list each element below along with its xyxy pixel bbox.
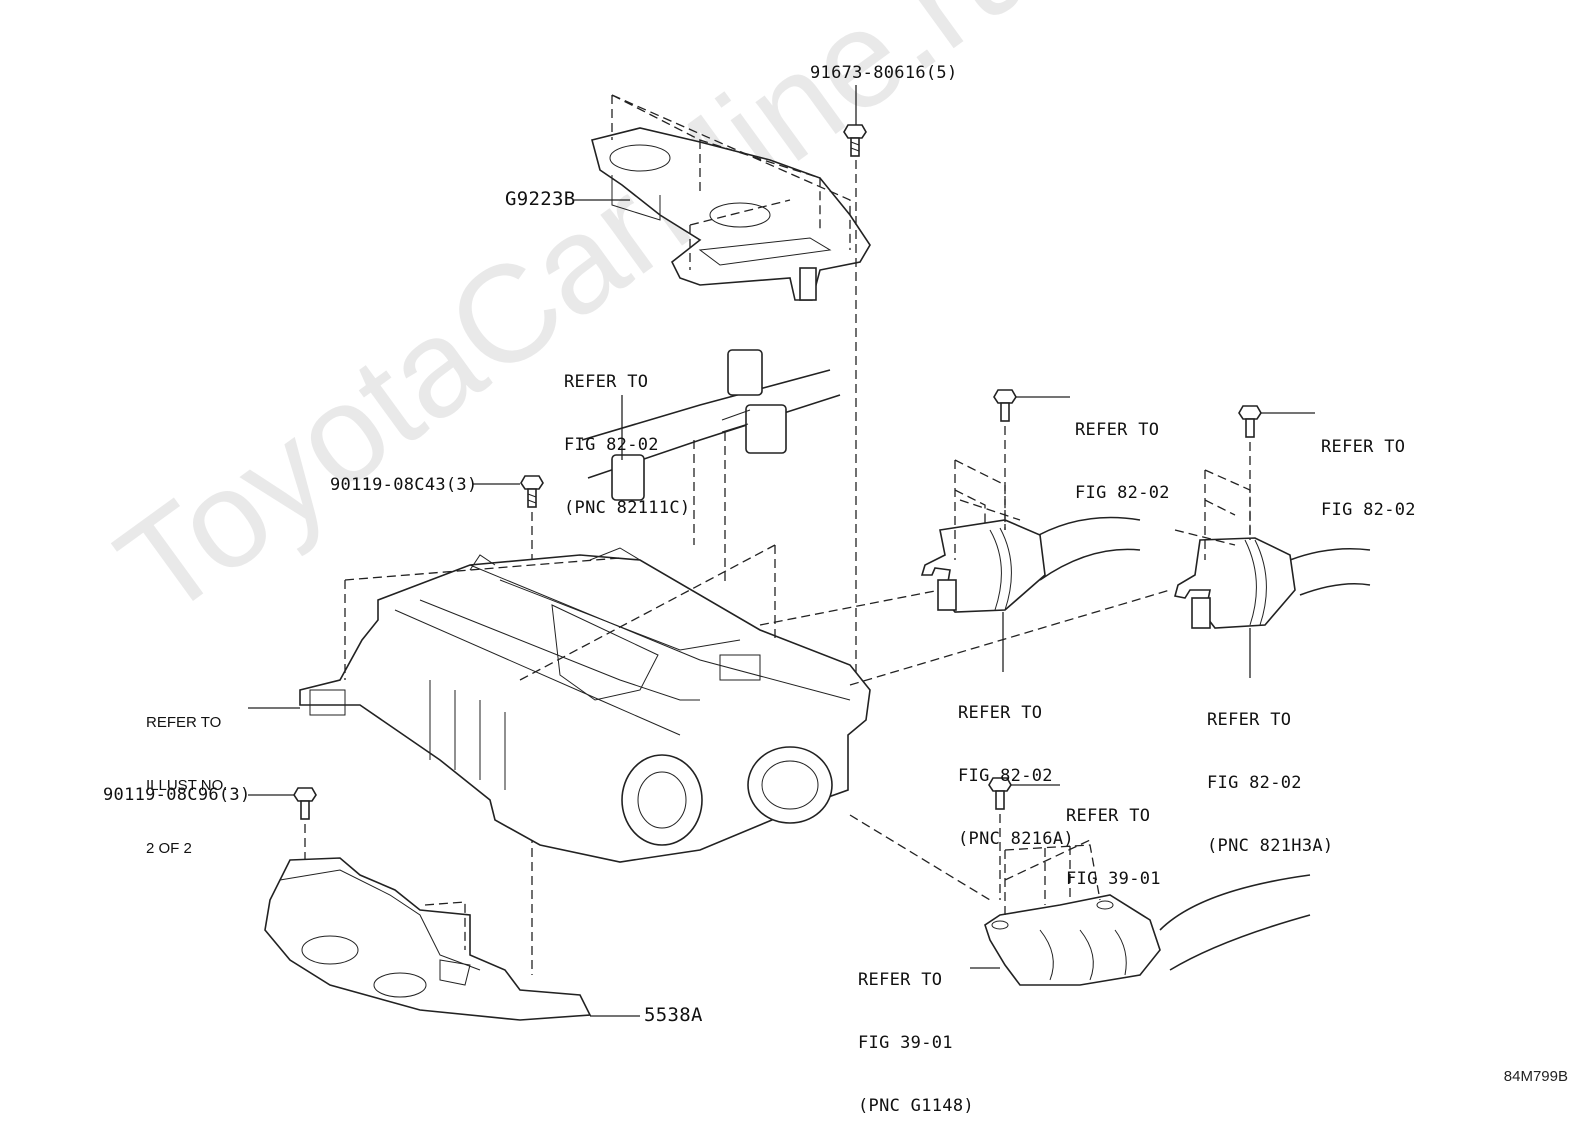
bolt-refer-fig82-a bbox=[993, 389, 1017, 422]
label-refer-fig82-a: REFER TO FIG 82-02 bbox=[1075, 378, 1170, 525]
refer-8216a-line2: FIG 82-02 bbox=[958, 766, 1053, 786]
harness-82111c bbox=[581, 349, 841, 501]
label-refer-g1148: REFER TO FIG 39-01 (PNC G1148) bbox=[858, 928, 974, 1138]
label-refer-fig39: REFER TO FIG 39-01 bbox=[1066, 764, 1161, 911]
cover-g9223b bbox=[591, 127, 871, 301]
label-refer-fig82-b: REFER TO FIG 82-02 bbox=[1321, 395, 1416, 542]
label-refer-821h3a: REFER TO FIG 82-02 (PNC 821H3A) bbox=[1207, 668, 1333, 878]
refer-g1148-line1: REFER TO bbox=[858, 970, 943, 990]
refer-8216a-line1: REFER TO bbox=[958, 703, 1043, 723]
refer-82111c-line1: REFER TO bbox=[564, 372, 649, 392]
connector-821h3a bbox=[1174, 537, 1371, 629]
refer-illust-line2: ILLUST NO. bbox=[146, 777, 228, 794]
refer-g1148-line2: FIG 39-01 bbox=[858, 1033, 953, 1053]
refer-82111c-line2: FIG 82-02 bbox=[564, 435, 659, 455]
label-5538a: 5538A bbox=[644, 1004, 703, 1026]
refer-g1148-line3: (PNC G1148) bbox=[858, 1096, 974, 1116]
bolt-refer-fig39 bbox=[988, 777, 1012, 810]
bolt-91673 bbox=[843, 124, 867, 157]
illustration-code: 84M799B bbox=[1503, 1068, 1568, 1085]
connector-g1148 bbox=[984, 874, 1311, 986]
refer-fig39-line2: FIG 39-01 bbox=[1066, 869, 1161, 889]
parts-diagram bbox=[248, 85, 1371, 1021]
refer-8216a-line3: (PNC 8216A) bbox=[958, 829, 1074, 849]
refer-fig82-b-line2: FIG 82-02 bbox=[1321, 500, 1416, 520]
connector-8216a bbox=[920, 516, 1141, 613]
label-bolt-90119-08c43: 90119-08C43(3) bbox=[330, 475, 478, 495]
inverter-assembly bbox=[299, 547, 871, 863]
bolt-90119-c96 bbox=[293, 787, 317, 820]
refer-illust-line3: 2 OF 2 bbox=[146, 840, 192, 857]
bolt-90119-c43 bbox=[520, 475, 544, 508]
refer-fig82-b-line1: REFER TO bbox=[1321, 437, 1406, 457]
refer-illust-line1: REFER TO bbox=[146, 714, 222, 731]
refer-821h3a-line1: REFER TO bbox=[1207, 710, 1292, 730]
refer-fig39-line1: REFER TO bbox=[1066, 806, 1151, 826]
refer-82111c-line3: (PNC 82111C) bbox=[564, 498, 691, 518]
label-refer-82111c: REFER TO FIG 82-02 (PNC 82111C) bbox=[564, 330, 690, 540]
label-g9223b: G9223B bbox=[505, 188, 576, 210]
label-refer-illust: REFER TO ILLUST NO. 2 OF 2 bbox=[146, 670, 227, 880]
refer-fig82-a-line1: REFER TO bbox=[1075, 420, 1160, 440]
label-refer-8216a: REFER TO FIG 82-02 (PNC 8216A) bbox=[958, 661, 1074, 871]
bracket-5538a bbox=[264, 857, 592, 1021]
refer-821h3a-line2: FIG 82-02 bbox=[1207, 773, 1302, 793]
label-bolt-90119-08c96: 90119-08C96(3) bbox=[103, 785, 251, 805]
refer-821h3a-line3: (PNC 821H3A) bbox=[1207, 836, 1334, 856]
bolt-refer-fig82-b bbox=[1238, 405, 1262, 438]
label-bolt-91673-80616: 91673-80616(5) bbox=[810, 63, 958, 83]
refer-fig82-a-line2: FIG 82-02 bbox=[1075, 483, 1170, 503]
